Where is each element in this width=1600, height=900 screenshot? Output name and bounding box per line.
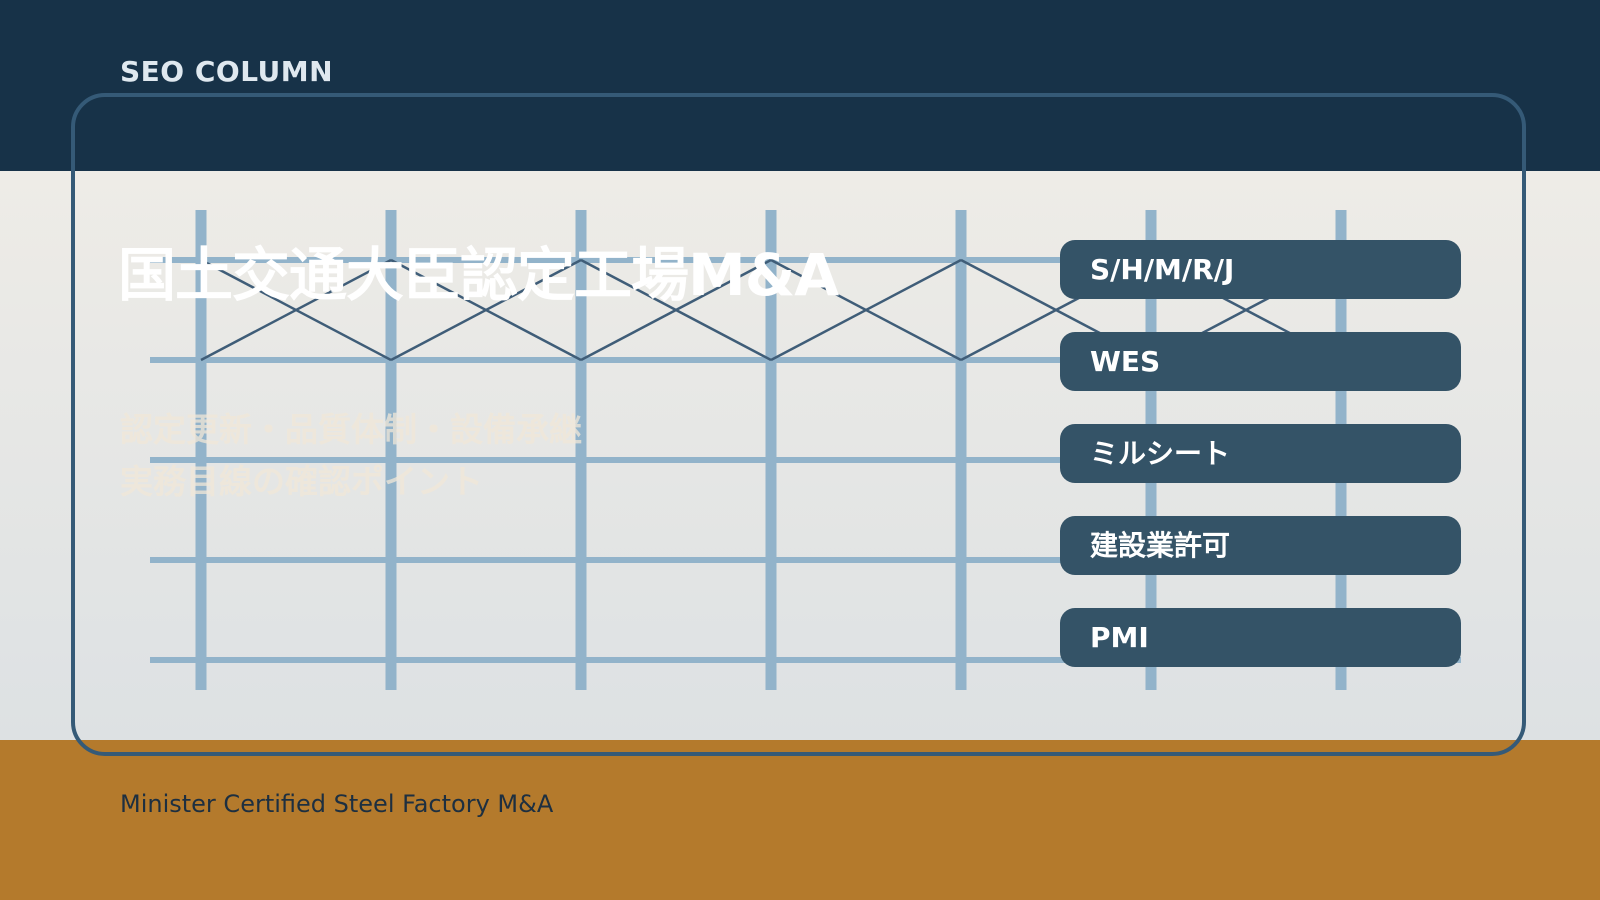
tag-item: WES — [1060, 332, 1461, 391]
cross-brace — [580, 258, 772, 362]
cross-brace — [770, 258, 962, 362]
content-frame — [71, 93, 1526, 756]
footer-band — [0, 740, 1600, 900]
subtitle-line-2: 実務目線の確認ポイント — [120, 462, 483, 501]
tag-list: S/H/M/R/J WES ミルシート 建設業許可 PMI — [1060, 240, 1461, 700]
tag-item: PMI — [1060, 608, 1461, 667]
footer-caption: Minister Certified Steel Factory M&A — [120, 790, 554, 818]
tag-item: ミルシート — [1060, 424, 1461, 483]
cross-brace — [390, 258, 582, 362]
cross-brace — [200, 258, 392, 362]
eyebrow-label: SEO COLUMN — [120, 55, 334, 88]
header-band — [0, 0, 1600, 171]
subtitle-line-1: 認定更新・品質体制・設備承継 — [120, 410, 582, 449]
tag-item: 建設業許可 — [1060, 516, 1461, 575]
tag-item: S/H/M/R/J — [1060, 240, 1461, 299]
page-title: 国土交通大臣認定工場M&A — [118, 241, 839, 309]
subtitle: 認定更新・品質体制・設備承継 実務目線の確認ポイント — [120, 404, 582, 508]
